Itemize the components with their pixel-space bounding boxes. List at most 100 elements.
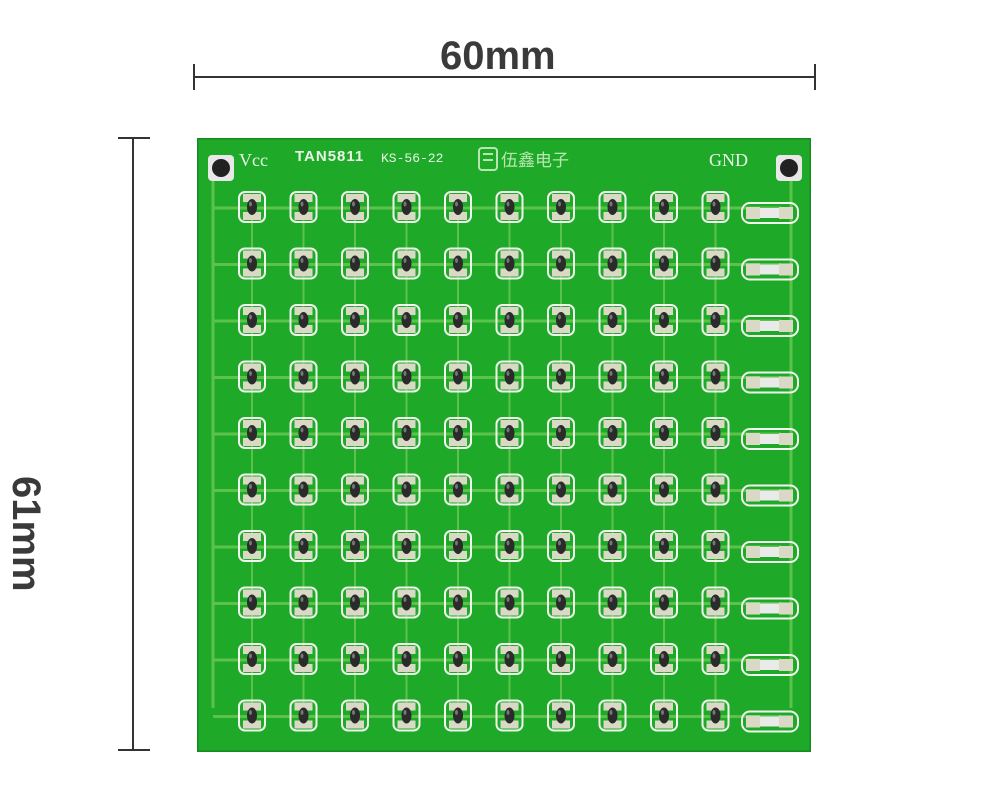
led-body — [350, 594, 360, 611]
led-cell — [392, 473, 421, 506]
led-pad-top — [243, 250, 261, 259]
led-pad-top — [706, 476, 725, 485]
led-body — [556, 594, 566, 611]
resistor-body — [760, 716, 779, 727]
led-pad-top — [552, 420, 570, 428]
led-body — [659, 651, 669, 667]
led-body — [659, 425, 669, 441]
led-pad-top — [449, 646, 467, 654]
led-cell — [495, 360, 524, 393]
led-cell — [701, 417, 730, 449]
led-silkscreen-outline — [701, 417, 730, 449]
led-highlight — [455, 371, 458, 376]
led-pad-top — [397, 533, 416, 541]
led-pad-top — [655, 476, 673, 485]
led-pad-bottom — [397, 664, 416, 672]
led-pad-bottom — [655, 664, 673, 672]
led-pad-top — [294, 646, 313, 654]
resistor-pad-left — [746, 263, 760, 276]
led-body — [453, 199, 463, 215]
led-highlight — [300, 484, 304, 489]
led-pad-top — [346, 646, 364, 654]
led-silkscreen-outline — [444, 304, 472, 336]
led-highlight — [455, 201, 458, 207]
led-pad-top — [500, 476, 519, 485]
led-silkscreen-outline — [341, 191, 369, 223]
led-highlight — [661, 258, 664, 263]
led-silkscreen-outline — [701, 247, 730, 280]
led-pad-top — [655, 363, 673, 372]
led-silkscreen-outline — [444, 247, 472, 280]
led-highlight — [506, 597, 510, 602]
led-cell — [392, 360, 421, 393]
led-highlight — [609, 427, 613, 433]
led-highlight — [712, 258, 716, 263]
led-cell — [495, 191, 524, 223]
led-pad-bottom — [500, 212, 519, 220]
led-body — [401, 312, 412, 328]
led-cell — [598, 247, 627, 280]
led-cell — [547, 417, 575, 449]
led-body — [247, 199, 257, 215]
led-cell — [238, 304, 266, 336]
led-body — [401, 481, 412, 498]
led-highlight — [712, 371, 716, 376]
led-cell — [701, 473, 730, 506]
resistor-pad-right — [779, 715, 793, 728]
led-silkscreen-outline — [444, 530, 472, 562]
led-pad-bottom — [552, 438, 570, 446]
led-body — [401, 199, 412, 215]
led-highlight — [506, 710, 510, 715]
led-cell — [650, 699, 678, 732]
led-silkscreen-outline — [495, 643, 524, 675]
led-cell — [341, 643, 369, 675]
led-pad-top — [603, 363, 622, 372]
led-pad-bottom — [552, 268, 570, 277]
led-highlight — [506, 201, 510, 207]
led-pad-top — [603, 476, 622, 485]
led-body — [607, 425, 618, 441]
led-pad-top — [552, 702, 570, 711]
led-highlight — [558, 597, 561, 602]
led-pad-bottom — [552, 325, 570, 333]
led-highlight — [609, 597, 613, 602]
led-pad-bottom — [552, 720, 570, 729]
led-body — [298, 651, 309, 667]
led-silkscreen-outline — [701, 530, 730, 562]
led-silkscreen-outline — [289, 473, 318, 506]
resistor-pad-right — [779, 546, 793, 558]
led-highlight — [352, 653, 355, 659]
led-cell — [238, 417, 266, 449]
brand-logo-text: 伍鑫电子 — [501, 151, 569, 170]
led-pad-bottom — [294, 381, 313, 390]
led-silkscreen-outline — [547, 473, 575, 506]
led-cell — [238, 247, 266, 280]
led-silkscreen-outline — [238, 473, 266, 506]
led-pad-top — [552, 307, 570, 315]
led-silkscreen-outline — [701, 473, 730, 506]
led-pad-bottom — [500, 607, 519, 616]
led-highlight — [558, 427, 561, 433]
led-cell — [444, 191, 472, 223]
led-silkscreen-outline — [650, 530, 678, 562]
led-cell — [495, 643, 524, 675]
led-silkscreen-outline — [444, 360, 472, 393]
led-body — [247, 425, 257, 441]
led-pad-bottom — [449, 212, 467, 220]
led-cell — [341, 247, 369, 280]
led-pad-top — [346, 589, 364, 598]
led-cell — [444, 304, 472, 336]
led-pad-top — [552, 250, 570, 259]
led-pad-top — [294, 420, 313, 428]
width-dimension-line — [194, 76, 816, 78]
led-silkscreen-outline — [701, 586, 730, 619]
led-silkscreen-outline — [650, 417, 678, 449]
led-cell — [598, 643, 627, 675]
led-silkscreen-outline — [238, 304, 266, 336]
led-body — [556, 312, 566, 328]
led-pad-bottom — [346, 325, 364, 333]
led-pad-bottom — [243, 212, 261, 220]
led-cell — [341, 699, 369, 732]
led-pad-bottom — [346, 381, 364, 390]
led-silkscreen-outline — [547, 191, 575, 223]
